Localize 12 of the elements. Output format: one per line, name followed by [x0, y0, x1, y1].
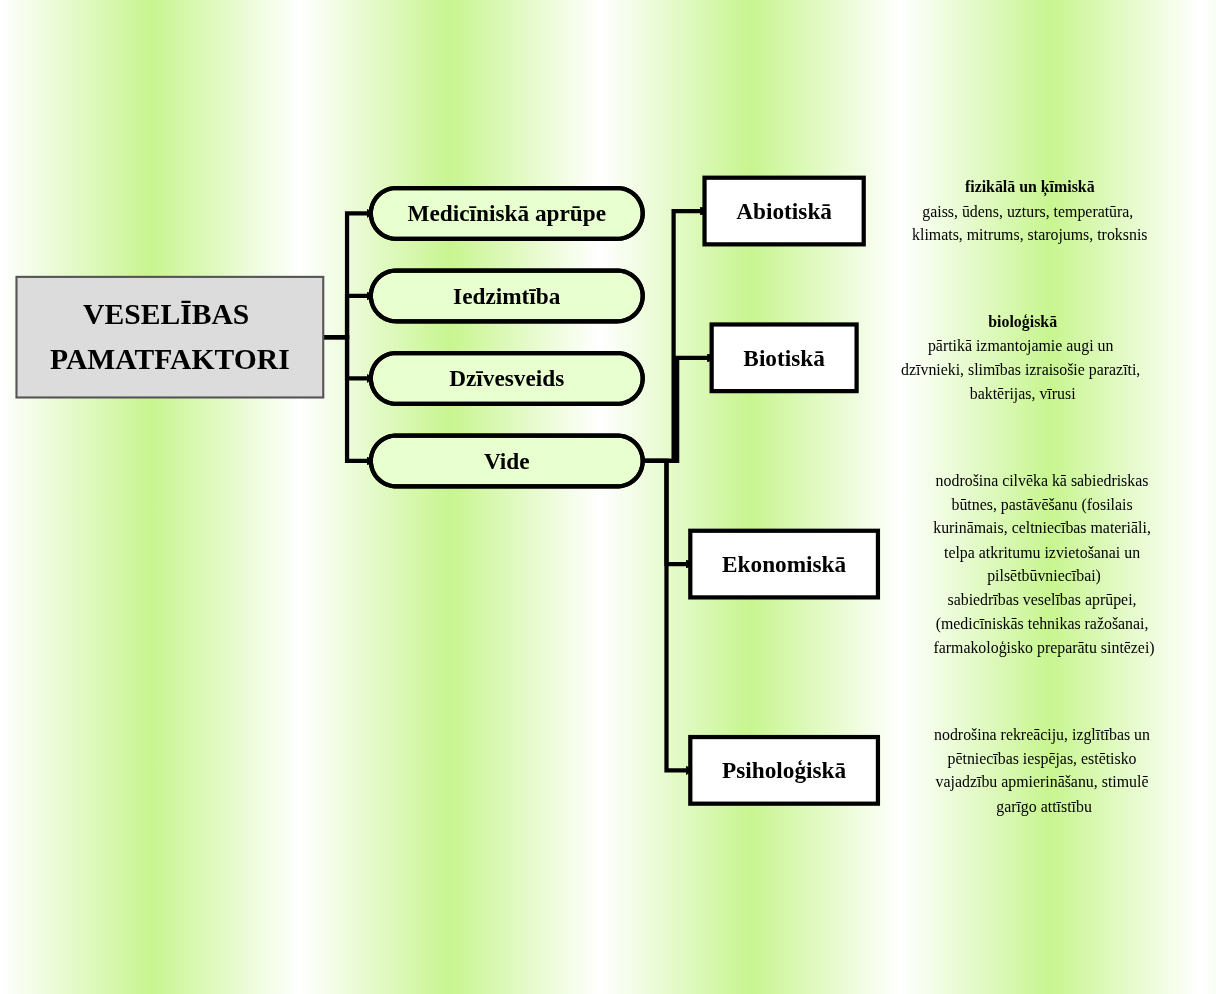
node-label: fizikālā un ķīmiskā [964, 178, 1095, 196]
node-box: Biotiskā [709, 322, 859, 394]
node-label: nodrošina cilvēka kā sabiedriskas būtnes, pastāvēšanu (fosilais kurināmais, celtniecības materiāli, telpa atkritumu izvietošanai un pilsētbūvniecībai) [933, 472, 1151, 585]
node-box: VESELĪBAS PAMATFAKTORI [15, 276, 325, 399]
node-label: nodrošina rekreāciju, izglītības un pētniecības iespējas, estētisko vajadzību apmierināšanu, stimulē garīgo attīstību [934, 726, 1150, 815]
node-box: Ekonomiskā [688, 529, 881, 600]
node-label: bioloģiskā [988, 313, 1058, 331]
node-box: Psiholoģiskā [688, 735, 881, 807]
node-box: Abiotiskā [702, 175, 866, 247]
node-label: gaiss, ūdens, uzturs, temperatūra, klimats, mitrums, starojums, troksnis [912, 202, 1148, 244]
node-label: sabiedrības veselības aprūpei, (medicīniskās tehnikas ražošanai, farmakoloģisko preparātu sintēzei) [933, 591, 1155, 656]
node-label: pārtikā izmantojamie augi un dzīvnieki, slimības izraisošie parazīti, baktērijas, vīrusi [901, 337, 1141, 403]
